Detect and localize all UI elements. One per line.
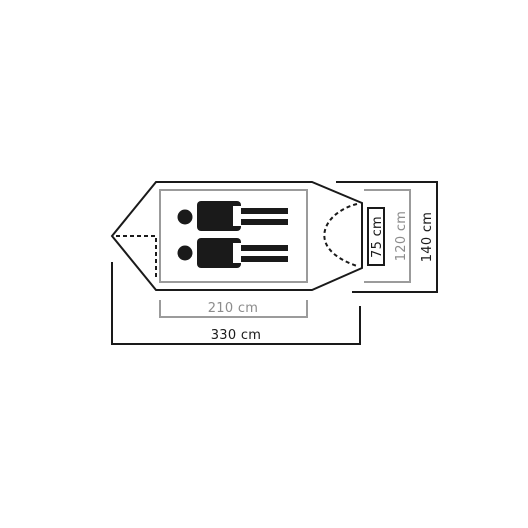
- vestibule-depth-label: 75 cm: [370, 216, 385, 258]
- person-icon: [177, 201, 288, 231]
- width-inner-bracket: [364, 189, 411, 283]
- length-total-label: 330 cm: [211, 328, 262, 343]
- inner-tent: [159, 189, 308, 283]
- width-inner-label: 120 cm: [394, 211, 409, 262]
- length-inner-bracket: [159, 300, 308, 318]
- length-total-bracket: [111, 262, 361, 345]
- vestibule-depth-box: [367, 207, 385, 266]
- tent-outline: [110, 181, 363, 291]
- width-total-label: 140 cm: [420, 212, 435, 263]
- length-inner-label: 210 cm: [208, 301, 259, 316]
- person-icon: [177, 238, 288, 268]
- front-door-dashed: [323, 203, 358, 267]
- width-total-bracket: [336, 181, 438, 293]
